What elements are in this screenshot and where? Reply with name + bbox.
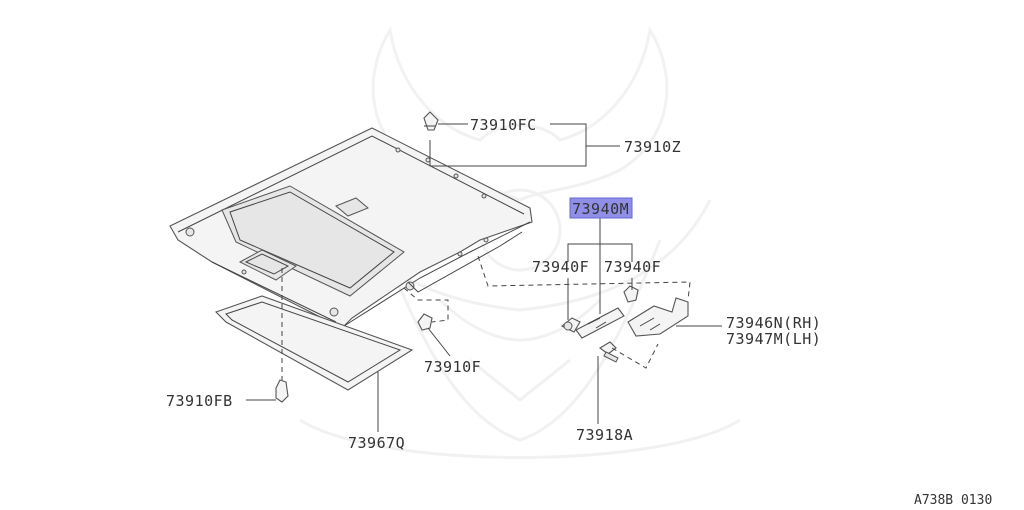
callout-73946N[interactable]: 73946N(RH) bbox=[726, 314, 821, 332]
callout-73910Z[interactable]: 73910Z bbox=[624, 138, 681, 156]
clip-73910FB[interactable] bbox=[275, 379, 289, 403]
drawing-code: A738B 0130 bbox=[914, 493, 992, 508]
screw-73918A[interactable] bbox=[599, 341, 619, 363]
assembly-dashed-lines bbox=[281, 255, 691, 380]
callout-73947M[interactable]: 73947M(LH) bbox=[726, 330, 821, 348]
leader-lines bbox=[246, 123, 722, 432]
callout-73918A[interactable]: 73918A bbox=[576, 426, 633, 444]
callout-73940F-left[interactable]: 73940F bbox=[532, 258, 589, 276]
callout-73967Q[interactable]: 73967Q bbox=[348, 434, 405, 452]
callout-73940F-right[interactable]: 73940F bbox=[604, 258, 661, 276]
sunvisor-holder-73940F-right[interactable] bbox=[623, 285, 639, 303]
callout-73910FC[interactable]: 73910FC bbox=[470, 116, 537, 134]
callout-73940M[interactable]: 73940M bbox=[572, 200, 629, 218]
callout-73910F[interactable]: 73910F bbox=[424, 358, 481, 376]
sunroof-finisher-73967Q[interactable] bbox=[214, 295, 414, 391]
sunvisor-holder-rod-73940M[interactable] bbox=[575, 307, 625, 339]
clip-73910FC[interactable] bbox=[423, 111, 439, 131]
clip-73910F[interactable] bbox=[417, 313, 433, 331]
sunvisor-bracket-73946N[interactable] bbox=[627, 297, 689, 337]
highlight-73940M bbox=[569, 197, 633, 219]
callout-73910FB[interactable]: 73910FB bbox=[166, 392, 233, 410]
headlining-panel[interactable] bbox=[169, 127, 533, 327]
sunvisor-holder-73940F-left[interactable] bbox=[560, 317, 581, 333]
